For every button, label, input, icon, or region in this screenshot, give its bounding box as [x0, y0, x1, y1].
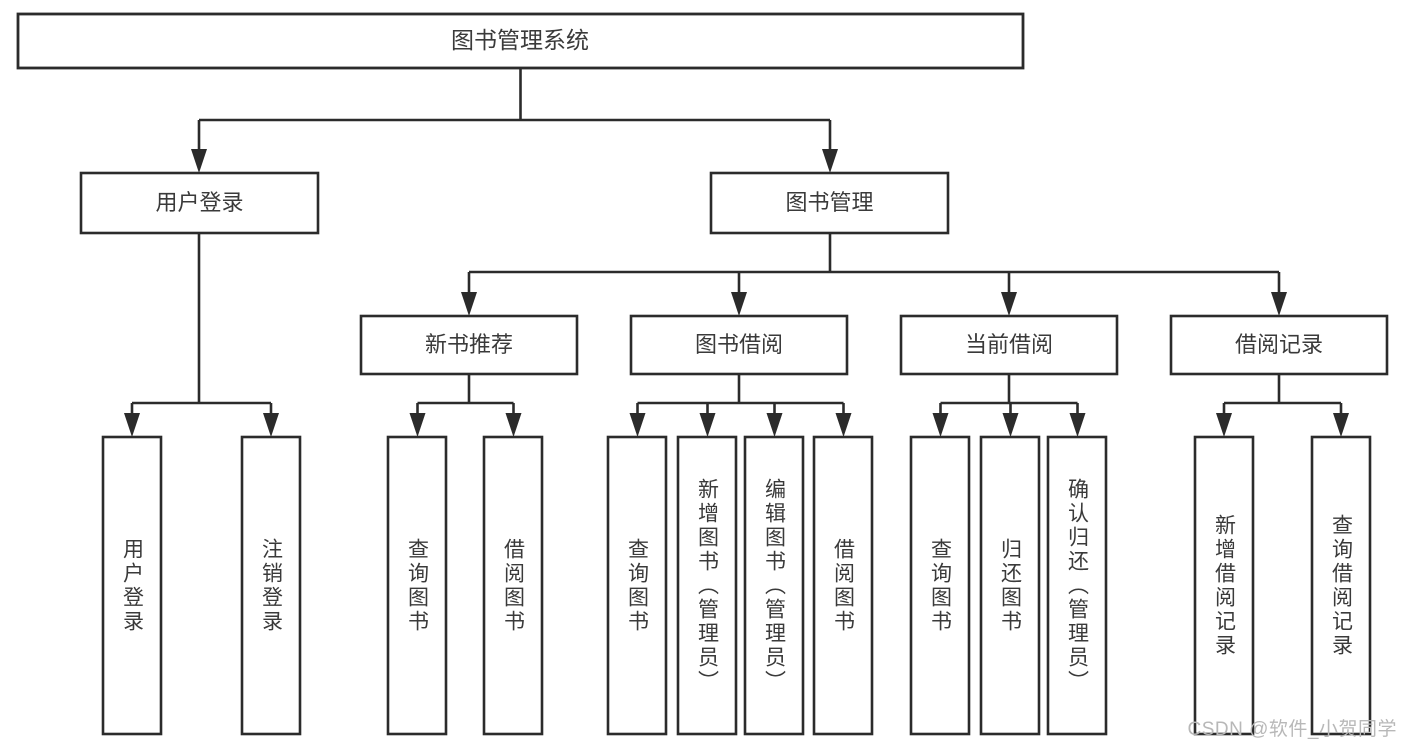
node-root-label: 图书管理系统	[451, 27, 589, 53]
leaf-borrow-edit-book[interactable]: 编辑图书（管理员）	[743, 435, 805, 736]
arrow-leaf-record-add	[1216, 413, 1232, 437]
node-user-login-label: 用户登录	[155, 190, 243, 215]
node-borrow-record-label: 借阅记录	[1235, 332, 1323, 357]
node-user-login[interactable]: 用户登录	[79, 171, 320, 235]
leaf-borrow-query-book-box[interactable]	[606, 435, 668, 736]
node-current-borrow[interactable]: 当前借阅	[899, 314, 1119, 376]
leaf-borrow-edit-book-box[interactable]	[743, 435, 805, 736]
arrow-to-newbook	[461, 292, 477, 316]
leaf-newbook-borrow-book[interactable]: 借阅图书	[482, 435, 544, 736]
node-borrow-record-box[interactable]	[1169, 314, 1389, 376]
node-new-book-recommend-box[interactable]	[359, 314, 579, 376]
arrow-leaf-borrow-add	[699, 413, 716, 437]
leaf-current-query-book[interactable]: 查询图书	[909, 435, 971, 736]
leaf-borrow-add-book-box[interactable]	[676, 435, 738, 736]
leaf-borrow-edit-book-label: 编辑图书（管理员）	[762, 477, 786, 694]
leaf-current-query-book-box[interactable]	[909, 435, 971, 736]
arrow-leaf-newbook-query	[409, 413, 426, 437]
leaf-current-return-book-label: 归还图书	[998, 537, 1022, 634]
leaf-borrow-add-book-label: 新增图书（管理员）	[695, 477, 719, 694]
node-user-login-box[interactable]	[79, 171, 320, 235]
leaf-borrow-borrow-book[interactable]: 借阅图书	[812, 435, 874, 736]
leaf-logout-box[interactable]	[240, 435, 302, 736]
leaf-user-login-label: 用户登录	[120, 537, 144, 634]
leaf-current-return-book-box[interactable]	[979, 435, 1041, 736]
leaf-newbook-query-book-label: 查询图书	[405, 537, 429, 634]
leaf-borrow-query-book-label: 查询图书	[625, 537, 649, 634]
leaf-record-add-label: 新增借阅记录	[1212, 513, 1236, 658]
arrow-to-user-login	[191, 149, 207, 173]
leaf-borrow-borrow-book-label: 借阅图书	[831, 537, 855, 634]
leaf-record-query-box[interactable]	[1310, 435, 1372, 736]
node-current-borrow-box[interactable]	[899, 314, 1119, 376]
leaf-logout-label: 注销登录	[259, 537, 283, 634]
node-book-management-box[interactable]	[709, 171, 950, 235]
leaf-current-return-book[interactable]: 归还图书	[979, 435, 1041, 736]
arrow-to-current	[1001, 292, 1017, 316]
arrow-leaf-newbook-borrow	[505, 413, 522, 437]
leaf-logout[interactable]: 注销登录	[240, 435, 302, 736]
leaf-record-query[interactable]: 查询借阅记录	[1310, 435, 1372, 736]
leaf-current-confirm-return-box[interactable]	[1046, 435, 1108, 736]
leaf-borrow-query-book[interactable]: 查询图书	[606, 435, 668, 736]
arrow-to-book-manage	[822, 149, 838, 173]
node-book-management-label: 图书管理	[785, 190, 873, 215]
arrow-leaf-record-query	[1333, 413, 1349, 437]
arrow-leaf-borrow-query	[629, 413, 646, 437]
leaf-user-login[interactable]: 用户登录	[101, 435, 163, 736]
node-borrow-record[interactable]: 借阅记录	[1169, 314, 1389, 376]
node-root-box[interactable]	[16, 12, 1025, 70]
arrow-leaf-user-login	[124, 413, 140, 437]
leaf-current-confirm-return[interactable]: 确认归还（管理员）	[1046, 435, 1108, 736]
leaf-newbook-query-book-box[interactable]	[386, 435, 448, 736]
leaf-newbook-borrow-book-label: 借阅图书	[501, 537, 525, 634]
leaf-record-query-label: 查询借阅记录	[1329, 513, 1353, 658]
arrow-leaf-borrow-edit	[766, 413, 783, 437]
leaf-record-add-box[interactable]	[1193, 435, 1255, 736]
node-book-borrow[interactable]: 图书借阅	[629, 314, 849, 376]
leaf-newbook-borrow-book-box[interactable]	[482, 435, 544, 736]
leaf-current-query-book-label: 查询图书	[928, 537, 952, 634]
node-book-management[interactable]: 图书管理	[709, 171, 950, 235]
arrow-to-record	[1271, 292, 1287, 316]
node-root[interactable]: 图书管理系统	[16, 12, 1025, 70]
node-new-book-recommend[interactable]: 新书推荐	[359, 314, 579, 376]
node-book-borrow-box[interactable]	[629, 314, 849, 376]
node-current-borrow-label: 当前借阅	[965, 332, 1053, 357]
leaf-current-confirm-return-label: 确认归还（管理员）	[1065, 477, 1089, 694]
connector-layer	[124, 68, 1349, 437]
arrow-to-borrow	[731, 292, 747, 316]
node-book-borrow-label: 图书借阅	[695, 332, 783, 357]
leaf-user-login-box[interactable]	[101, 435, 163, 736]
leaf-borrow-add-book[interactable]: 新增图书（管理员）	[676, 435, 738, 736]
arrow-leaf-current-query	[932, 413, 949, 437]
arrow-leaf-borrow-book	[835, 413, 852, 437]
leaf-borrow-borrow-book-box[interactable]	[812, 435, 874, 736]
arrow-leaf-current-confirm	[1069, 413, 1086, 437]
node-new-book-recommend-label: 新书推荐	[425, 332, 513, 357]
arrow-leaf-current-return	[1002, 413, 1019, 437]
arrow-leaf-logout	[263, 413, 279, 437]
leaf-newbook-query-book[interactable]: 查询图书	[386, 435, 448, 736]
leaf-record-add[interactable]: 新增借阅记录	[1193, 435, 1255, 736]
